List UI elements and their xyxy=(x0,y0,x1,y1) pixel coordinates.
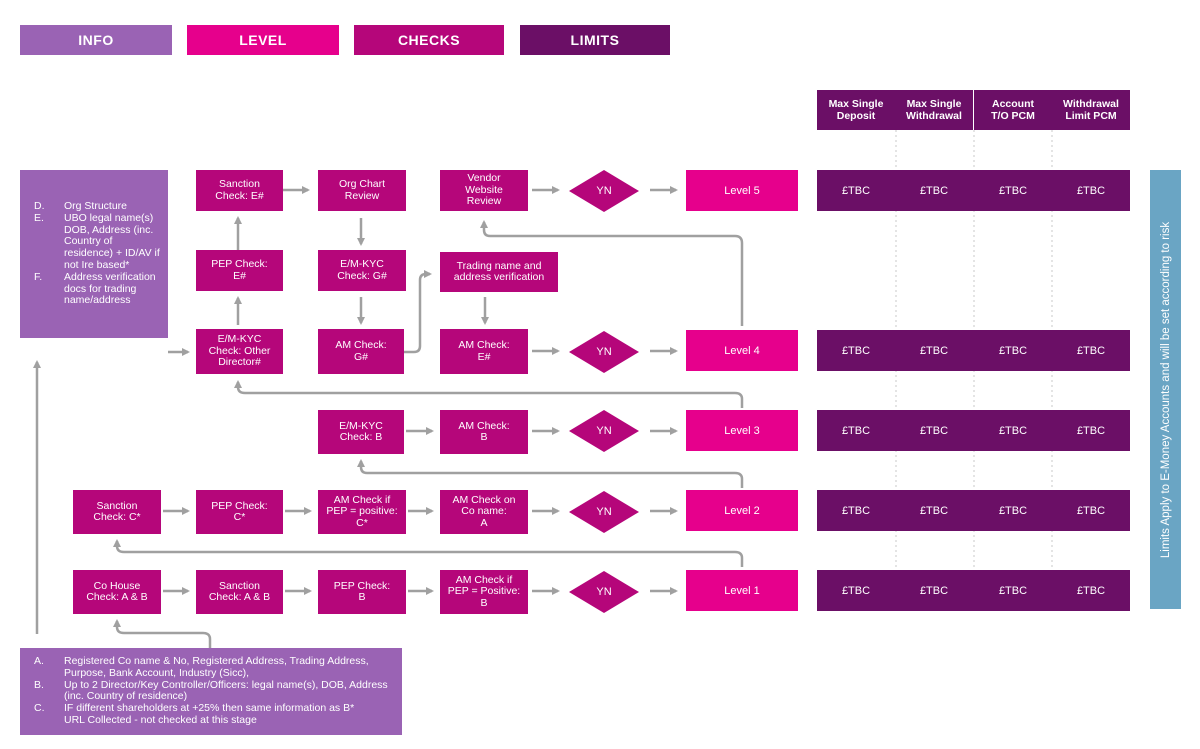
check-pep-e: PEP Check: E# xyxy=(196,250,283,291)
info-item: A.Registered Co name & No, Registered Ad… xyxy=(34,655,369,679)
check-pep-b: PEP Check: B xyxy=(318,570,406,614)
limit-cell: £TBC xyxy=(841,184,871,197)
legend-level: LEVEL xyxy=(187,25,339,55)
limit-row-level-2: £TBC £TBC £TBC £TBC xyxy=(817,490,1130,531)
limit-header-account-to: Account T/O PCM xyxy=(974,90,1052,130)
check-am-g: AM Check: G# xyxy=(318,329,404,374)
check-sanction-ab: Sanction Check: A & B xyxy=(196,570,283,614)
arrow xyxy=(480,220,744,326)
arrow xyxy=(113,619,212,648)
decision-yn-4: YN xyxy=(568,330,640,374)
info-item: C.IF different shareholders at +25% then… xyxy=(34,702,355,715)
limit-cell: £TBC xyxy=(1076,424,1106,437)
level-2: Level 2 xyxy=(686,490,798,531)
limit-row-level-3: £TBC £TBC £TBC £TBC xyxy=(817,410,1130,451)
check-vendor-website: Vendor Website Review xyxy=(440,170,528,211)
limit-row-level-4: £TBC £TBC £TBC £TBC xyxy=(817,330,1130,371)
check-sanction-c: Sanction Check: C* xyxy=(73,490,161,534)
limit-cell: £TBC xyxy=(998,344,1028,357)
legend-checks: CHECKS xyxy=(354,25,504,55)
legend-info: INFO xyxy=(20,25,172,55)
info-item: URL Collected - not checked at this stag… xyxy=(64,713,257,726)
limit-cell: £TBC xyxy=(841,424,871,437)
level-3: Level 3 xyxy=(686,410,798,451)
check-pep-c: PEP Check: C* xyxy=(196,490,283,534)
arrow xyxy=(404,270,432,354)
check-emkyc-other-director: E/M-KYC Check: Other Director# xyxy=(196,329,283,374)
limit-header-withdrawal-limit: Withdrawal Limit PCM xyxy=(1052,90,1130,130)
limits-note-bar: Limits Apply to E-Money Accounts and wil… xyxy=(1150,170,1181,609)
arrow xyxy=(234,380,744,408)
limits-note-text: Limits Apply to E-Money Accounts and wil… xyxy=(1159,221,1172,558)
info-item: B.Up to 2 Director/Key Controller/Office… xyxy=(34,678,388,703)
limit-cell: £TBC xyxy=(1076,584,1106,597)
info-item: D.Org Structure xyxy=(34,200,128,212)
info-bottom: A.Registered Co name & No, Registered Ad… xyxy=(20,648,402,735)
arrow xyxy=(113,539,744,567)
limit-cell: £TBC xyxy=(998,584,1028,597)
limit-row-level-1: £TBC £TBC £TBC £TBC xyxy=(817,570,1130,611)
check-am-co-name: AM Check on Co name: A xyxy=(440,490,528,534)
limit-cell: £TBC xyxy=(998,424,1028,437)
limit-cell: £TBC xyxy=(919,184,949,197)
check-am-b: AM Check: B xyxy=(440,410,528,454)
level-5: Level 5 xyxy=(686,170,798,211)
decision-yn-2: YN xyxy=(568,490,640,534)
check-trading-verification: Trading name and address verification xyxy=(440,252,558,292)
decision-yn-5: YN xyxy=(568,169,640,213)
limit-cell: £TBC xyxy=(998,504,1028,517)
limit-header-max-deposit: Max Single Deposit xyxy=(817,90,895,130)
limit-cell: £TBC xyxy=(998,184,1028,197)
limit-cell: £TBC xyxy=(841,584,871,597)
decision-yn-3: YN xyxy=(568,409,640,453)
check-am-e: AM Check: E# xyxy=(440,329,528,374)
check-am-if-pep-b: AM Check if PEP = Positive: B xyxy=(440,570,528,614)
check-emkyc-g: E/M-KYC Check: G# xyxy=(318,250,406,291)
limit-header-max-withdrawal: Max Single Withdrawal xyxy=(895,90,973,130)
check-org-chart: Org Chart Review xyxy=(318,170,406,211)
decision-yn-1: YN xyxy=(568,570,640,614)
limit-cell: £TBC xyxy=(1076,504,1106,517)
legend-limits: LIMITS xyxy=(520,25,670,55)
check-emkyc-b: E/M-KYC Check: B xyxy=(318,410,404,454)
level-4: Level 4 xyxy=(686,330,798,371)
limit-cell: £TBC xyxy=(919,504,949,517)
info-item: E.UBO legal name(s) DOB, Address (inc. C… xyxy=(34,211,160,271)
limit-cell: £TBC xyxy=(1076,184,1106,197)
limit-cell: £TBC xyxy=(1076,344,1106,357)
limit-cell: £TBC xyxy=(919,584,949,597)
level-1: Level 1 xyxy=(686,570,798,611)
limit-cell: £TBC xyxy=(841,344,871,357)
info-top: D.Org Structure E.UBO legal name(s) DOB,… xyxy=(20,170,168,338)
limit-cell: £TBC xyxy=(919,344,949,357)
check-sanction-e: Sanction Check: E# xyxy=(196,170,283,211)
info-item: F.Address verification docs for trading … xyxy=(34,270,156,307)
check-co-house: Co House Check: A & B xyxy=(73,570,161,614)
limit-row-level-5: £TBC £TBC £TBC £TBC xyxy=(817,170,1130,211)
check-am-if-pep-c: AM Check if PEP = positive: C* xyxy=(318,490,406,534)
limit-cell: £TBC xyxy=(919,424,949,437)
limit-cell: £TBC xyxy=(841,504,871,517)
arrow xyxy=(357,459,744,488)
